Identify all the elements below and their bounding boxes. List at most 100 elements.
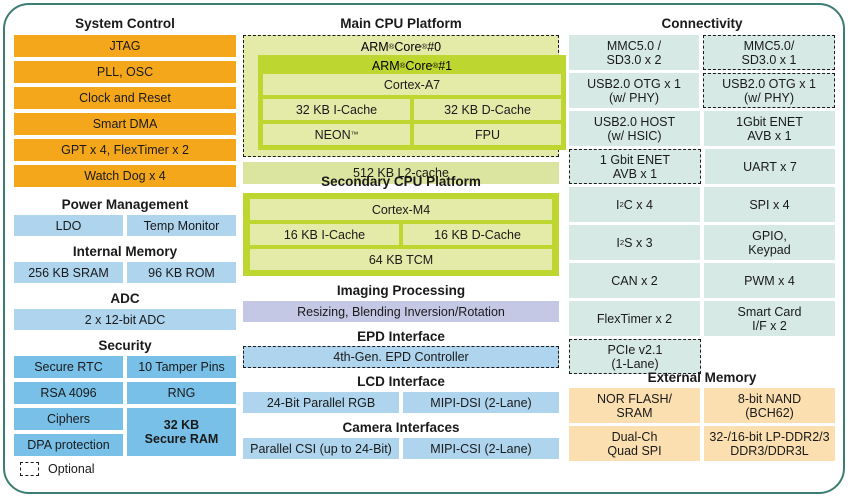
block-connectivity-item[interactable]: UART x 7 [705, 149, 835, 184]
block-external-memory-item[interactable]: 8-bit NAND(BCH62) [704, 388, 835, 423]
block-tcm[interactable]: 64 KB TCM [250, 249, 552, 270]
block-connectivity-item[interactable]: USB2.0 OTG x 1(w/ PHY) [703, 73, 835, 108]
block-cortex-a7[interactable]: Cortex-A7 [263, 74, 561, 95]
connectivity-row: USB2.0 OTG x 1(w/ PHY)USB2.0 OTG x 1(w/ … [569, 73, 835, 108]
arm-core-0-label: ARM® Core® #0 [360, 39, 442, 54]
connectivity-row: PCIe v2.1(1-Lane) [569, 339, 835, 374]
block-mipi-dsi[interactable]: MIPI-DSI (2-Lane) [403, 392, 559, 413]
block-l2-cache[interactable]: 512 KB L2-cache [243, 162, 559, 184]
block-connectivity-item[interactable]: MMC5.0 /SD3.0 x 2 [569, 35, 699, 70]
block-dpa-protection[interactable]: DPA protection [14, 434, 123, 456]
block-ldo[interactable]: LDO [14, 215, 123, 236]
block-adc[interactable]: 2 x 12-bit ADC [14, 309, 236, 330]
block-epd-controller[interactable]: 4th-Gen. EPD Controller [243, 346, 559, 368]
block-rng[interactable]: RNG [127, 382, 236, 404]
block-clock-and-reset[interactable]: Clock and Reset [14, 87, 236, 109]
section-title-secondary-cpu: Secondary CPU Platform [321, 174, 481, 189]
block-connectivity-empty [705, 339, 835, 374]
section-title-security: Security [98, 338, 152, 353]
block-imaging-functions[interactable]: Resizing, Blending Inversion/Rotation [243, 301, 559, 322]
section-title-camera: Camera Interfaces [342, 420, 460, 435]
legend-optional: Optional [20, 462, 95, 476]
arm-core-1-label: ARM® Core® #1 [371, 59, 453, 73]
block-connectivity-item[interactable]: SPI x 4 [704, 187, 835, 222]
block-connectivity-item[interactable]: FlexTimer x 2 [569, 301, 700, 336]
power-management-group: LDO Temp Monitor [14, 215, 236, 236]
section-title-system-control: System Control [75, 16, 175, 31]
block-m4-dcache[interactable]: 16 KB D-Cache [403, 224, 552, 245]
block-arm-core-0[interactable]: ARM® Core® #0 ARM® Core® #1 Cortex-A7 32… [243, 35, 566, 157]
epd-group: 4th-Gen. EPD Controller [243, 346, 559, 368]
section-title-power-management: Power Management [61, 197, 189, 212]
section-title-lcd: LCD Interface [357, 374, 445, 389]
dashed-box-swatch [20, 462, 39, 476]
block-m4-icache[interactable]: 16 KB I-Cache [250, 224, 399, 245]
section-title-imaging: Imaging Processing [336, 283, 466, 298]
block-temp-monitor[interactable]: Temp Monitor [127, 215, 236, 236]
security-group: Secure RTC RSA 4096 Ciphers DPA protecti… [14, 356, 236, 456]
legend-label: Optional [48, 462, 95, 476]
block-pll-osc[interactable]: PLL, OSC [14, 61, 236, 83]
main-cpu-platform-group: ARM® Core® #0 ARM® Core® #1 Cortex-A7 32… [243, 35, 566, 184]
secondary-cpu-platform-group[interactable]: Cortex-M4 16 KB I-Cache 16 KB D-Cache 64… [243, 193, 559, 276]
imaging-group: Resizing, Blending Inversion/Rotation [243, 301, 559, 322]
block-parallel-csi[interactable]: Parallel CSI (up to 24-Bit) [243, 438, 399, 459]
section-title-adc: ADC [110, 291, 140, 306]
block-connectivity-item[interactable]: PCIe v2.1(1-Lane) [569, 339, 701, 374]
block-external-memory-item[interactable]: NOR FLASH/SRAM [569, 388, 700, 423]
block-sram[interactable]: 256 KB SRAM [14, 262, 123, 283]
block-a7-dcache[interactable]: 32 KB D-Cache [414, 99, 561, 120]
block-rom[interactable]: 96 KB ROM [127, 262, 236, 283]
section-title-epd: EPD Interface [357, 329, 445, 344]
section-title-external-memory: External Memory [647, 370, 757, 385]
block-connectivity-item[interactable]: USB2.0 OTG x 1(w/ PHY) [569, 73, 699, 108]
block-jtag[interactable]: JTAG [14, 35, 236, 57]
block-ciphers[interactable]: Ciphers [14, 408, 123, 430]
block-tamper-pins[interactable]: 10 Tamper Pins [127, 356, 236, 378]
block-mipi-csi[interactable]: MIPI-CSI (2-Lane) [403, 438, 559, 459]
block-smart-dma[interactable]: Smart DMA [14, 113, 236, 135]
block-arm-core-1[interactable]: ARM® Core® #1 Cortex-A7 32 KB I-Cache 32… [258, 55, 566, 150]
block-secure-rtc[interactable]: Secure RTC [14, 356, 123, 378]
block-gpt-flextimer[interactable]: GPT x 4, FlexTimer x 2 [14, 139, 236, 161]
block-watch-dog[interactable]: Watch Dog x 4 [14, 165, 236, 187]
block-connectivity-item[interactable]: GPIO,Keypad [704, 225, 835, 260]
block-fpu[interactable]: FPU [414, 124, 561, 145]
section-title-internal-memory: Internal Memory [72, 244, 178, 259]
block-a7-icache[interactable]: 32 KB I-Cache [263, 99, 410, 120]
block-rsa-4096[interactable]: RSA 4096 [14, 382, 123, 404]
block-connectivity-item[interactable]: CAN x 2 [569, 263, 700, 298]
adc-group: 2 x 12-bit ADC [14, 309, 236, 330]
camera-group: Parallel CSI (up to 24-Bit) MIPI-CSI (2-… [243, 438, 559, 459]
block-parallel-rgb[interactable]: 24-Bit Parallel RGB [243, 392, 399, 413]
system-control-group: JTAG PLL, OSC Clock and Reset Smart DMA … [14, 35, 236, 187]
block-cortex-m4[interactable]: Cortex-M4 [250, 199, 552, 220]
internal-memory-group: 256 KB SRAM 96 KB ROM [14, 262, 236, 283]
section-title-connectivity: Connectivity [661, 16, 743, 31]
section-title-main-cpu: Main CPU Platform [340, 16, 462, 31]
block-connectivity-item[interactable]: PWM x 4 [704, 263, 835, 298]
block-connectivity-item[interactable]: MMC5.0/SD3.0 x 1 [703, 35, 835, 70]
block-connectivity-item[interactable]: USB2.0 HOST(w/ HSIC) [569, 111, 700, 146]
